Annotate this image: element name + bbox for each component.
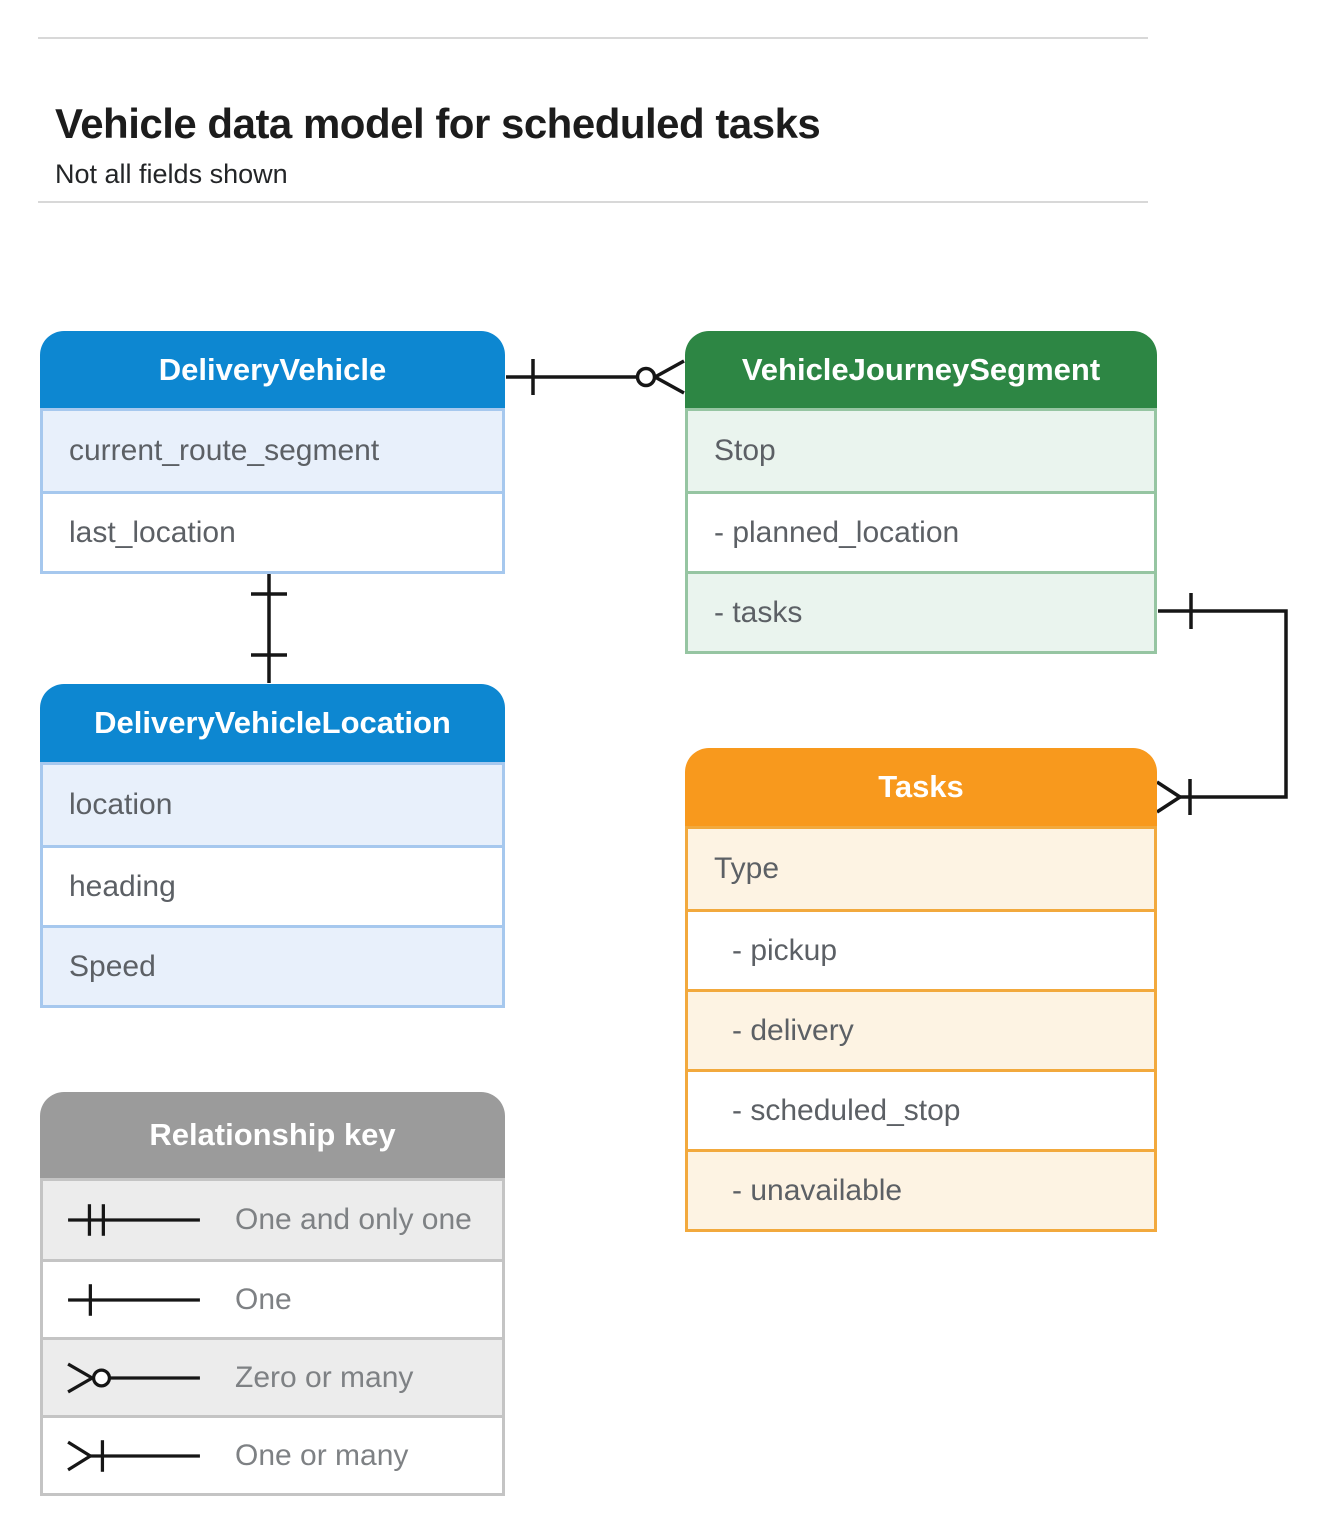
legend-label: One	[235, 1282, 292, 1316]
entity-delivery-vehicle-body: current_route_segment last_location	[40, 408, 505, 574]
entity-delivery-vehicle-header: DeliveryVehicle	[40, 331, 505, 408]
entity-vehicle-journey-segment: VehicleJourneySegment Stop - planned_loc…	[685, 331, 1157, 654]
connector-tasks-to-vehiclejourneysegment	[1156, 593, 1288, 815]
field-row: Speed	[43, 925, 502, 1005]
entity-tasks-header: Tasks	[685, 748, 1157, 826]
relationship-key-body: One and only one One Zer	[40, 1178, 505, 1496]
legend-label: Zero or many	[235, 1360, 414, 1394]
field-row: - tasks	[688, 571, 1154, 651]
zero-or-many-icon	[59, 1352, 209, 1404]
legend-label: One and only one	[235, 1203, 472, 1236]
entity-delivery-vehicle-location: DeliveryVehicleLocation location heading…	[40, 684, 505, 1008]
field-row: heading	[43, 845, 502, 925]
legend-label: One or many	[235, 1438, 409, 1472]
entity-tasks-body: Type - pickup - delivery - scheduled_sto…	[685, 826, 1157, 1232]
field-row: Stop	[688, 411, 1154, 491]
connector-line	[1158, 609, 1288, 799]
connector-deliveryvehicle-to-vehiclejourneysegment	[506, 359, 685, 395]
relationship-key-header: Relationship key	[40, 1092, 505, 1178]
legend-row: One and only one	[43, 1181, 502, 1259]
field-row: - unavailable	[688, 1149, 1154, 1229]
page-subtitle: Not all fields shown	[55, 159, 288, 189]
entity-delivery-vehicle: DeliveryVehicle current_route_segment la…	[40, 331, 505, 574]
connector-deliveryvehicle-to-deliveryvehiclelocation	[251, 570, 287, 683]
legend-row: Zero or many	[43, 1337, 502, 1415]
entity-delivery-vehicle-location-body: location heading Speed	[40, 762, 505, 1008]
top-divider	[38, 37, 1148, 39]
legend-row: One or many	[43, 1415, 502, 1493]
field-row: - delivery	[688, 989, 1154, 1069]
field-row: - planned_location	[688, 491, 1154, 571]
field-row: current_route_segment	[43, 411, 502, 491]
crow-foot	[654, 359, 685, 395]
entity-vehicle-journey-segment-body: Stop - planned_location - tasks	[685, 408, 1157, 654]
relationship-key: Relationship key One and only one One	[40, 1092, 505, 1496]
legend-row: One	[43, 1259, 502, 1337]
entity-vehicle-journey-segment-header: VehicleJourneySegment	[685, 331, 1157, 408]
zero-circle	[635, 366, 657, 388]
crow-foot	[1156, 780, 1181, 814]
field-row: last_location	[43, 491, 502, 571]
page-title: Vehicle data model for scheduled tasks	[55, 100, 821, 148]
one-or-many-icon	[59, 1430, 209, 1482]
entity-tasks: Tasks Type - pickup - delivery - schedul…	[685, 748, 1157, 1232]
title-divider	[38, 201, 1148, 203]
one-and-only-one-icon	[59, 1194, 209, 1246]
field-row: - pickup	[688, 909, 1154, 989]
field-row: Type	[688, 829, 1154, 909]
field-row: location	[43, 765, 502, 845]
field-row: - scheduled_stop	[688, 1069, 1154, 1149]
entity-delivery-vehicle-location-header: DeliveryVehicleLocation	[40, 684, 505, 762]
one-icon	[59, 1274, 209, 1326]
